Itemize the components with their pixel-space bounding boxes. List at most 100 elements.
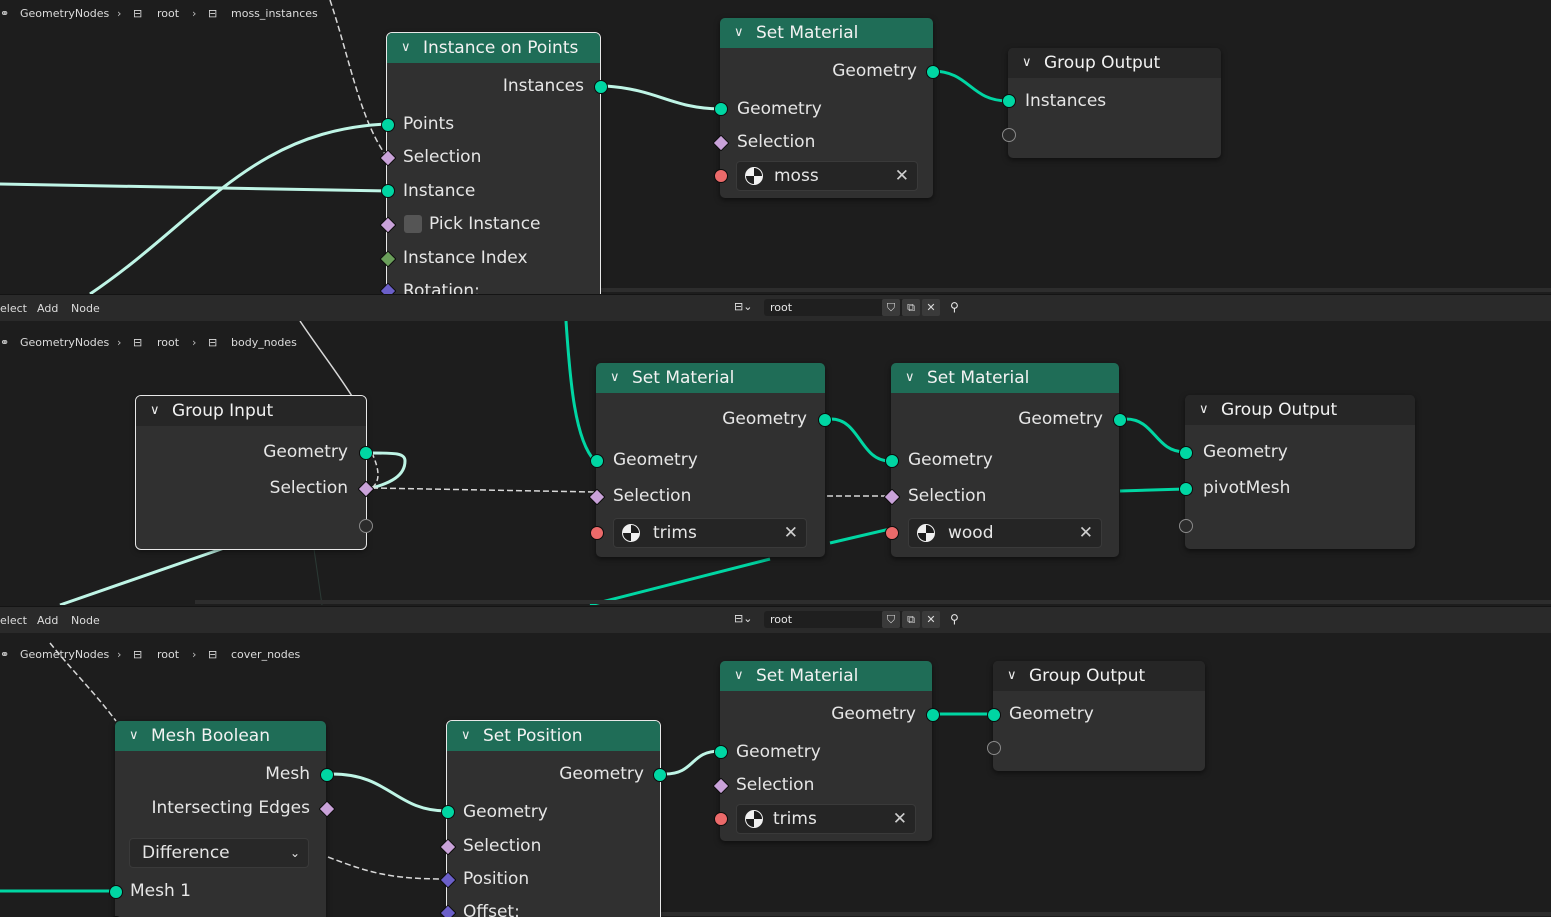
input-socket-mesh-1[interactable] [109,885,123,899]
material-field[interactable]: trims ✕ [613,518,807,548]
close-icon[interactable]: ✕ [1078,523,1093,543]
node-header[interactable]: ∨Set Material [891,363,1119,393]
close-icon[interactable]: ✕ [892,809,907,829]
chevron-down-icon[interactable]: ∨ [401,40,411,55]
node-mesh-boolean[interactable]: ∨Mesh Boolean Mesh Intersecting Edges Di… [109,721,336,917]
pin-icon[interactable]: ⚲ [950,300,959,314]
breadcrumb-item[interactable]: cover_nodes [231,648,301,661]
input-socket-points[interactable] [381,118,395,132]
node-tree-type-icon[interactable]: ⊟⌄ [734,300,753,313]
menu-node[interactable]: Node [71,302,100,315]
menu-select[interactable]: elect [0,614,27,627]
chevron-down-icon[interactable]: ∨ [129,728,139,743]
node-header[interactable]: ∨Group Output [993,661,1205,691]
chevron-down-icon[interactable]: ∨ [1022,55,1032,70]
unlink-close-icon[interactable]: ✕ [922,611,940,628]
input-socket-geometry[interactable] [987,708,1001,722]
chevron-down-icon[interactable]: ∨ [905,370,915,385]
input-socket-geometry[interactable] [714,102,728,116]
material-field[interactable]: trims ✕ [736,804,916,834]
node-group-input[interactable]: ∨Group Input Geometry Selection [135,395,375,550]
breadcrumb-item[interactable]: body_nodes [231,336,297,349]
input-socket-instance[interactable] [381,184,395,198]
output-socket-geometry[interactable] [359,446,373,460]
node-header[interactable]: ∨Group Output [1185,395,1415,425]
node-header[interactable]: ∨Group Output [1008,48,1221,78]
menu-add[interactable]: Add [37,302,59,315]
chevron-down-icon[interactable]: ∨ [734,668,744,683]
material-field[interactable]: moss ✕ [736,161,918,191]
input-socket-geometry[interactable] [885,454,899,468]
fake-user-shield-icon[interactable]: ⛉ [882,299,900,316]
node-tree-selector[interactable]: ⊟⌄ root ⛉ ⧉ ✕ ⚲ [732,611,972,629]
output-socket-geometry[interactable] [926,65,940,79]
input-socket-material[interactable] [714,169,728,183]
chevron-down-icon[interactable]: ∨ [150,403,160,418]
breadcrumb-item[interactable]: root [157,336,180,349]
unlink-close-icon[interactable]: ✕ [922,299,940,316]
node-tree-name-field[interactable]: root [764,611,912,628]
output-socket-geometry[interactable] [818,413,832,427]
output-socket-empty[interactable] [359,519,373,533]
chevron-down-icon[interactable]: ∨ [734,25,744,40]
node-header[interactable]: ∨Set Material [720,18,933,48]
node-header[interactable]: ∨Set Material [596,363,825,393]
input-socket-empty[interactable] [987,741,1001,755]
input-socket-geometry[interactable] [714,745,728,759]
input-socket-material[interactable] [714,812,728,826]
node-header[interactable]: ∨Instance on Points [387,33,600,63]
breadcrumb-item[interactable]: root [157,7,180,20]
menu-add[interactable]: Add [37,614,59,627]
node-tree-selector[interactable]: ⊟⌄ root ⛉ ⧉ ✕ ⚲ [732,299,972,317]
node-tree-type-icon[interactable]: ⊟⌄ [734,612,753,625]
output-socket-mesh[interactable] [320,768,334,782]
node-header[interactable]: ∨Group Input [136,396,366,426]
node-editor-cover-nodes[interactable]: ⚭ GeometryNodes › ⊟ root › ⊟ cover_nodes… [0,633,1551,917]
output-socket-geometry[interactable] [926,708,940,722]
menu-node[interactable]: Node [71,614,100,627]
node-set-material-trims[interactable]: ∨Set Material Geometry Geometry Selectio… [588,363,832,557]
breadcrumb-item[interactable]: moss_instances [231,7,318,20]
pin-icon[interactable]: ⚲ [950,612,959,626]
node-tree-name-field[interactable]: root [764,299,912,316]
node-set-material[interactable]: ∨Set Material Geometry Geometry Selectio… [712,18,940,198]
menu-select[interactable]: elect [0,302,27,315]
output-socket-geometry[interactable] [653,768,667,782]
node-set-material-wood[interactable]: ∨Set Material Geometry Geometry Selectio… [883,363,1127,557]
input-socket-material[interactable] [590,526,604,540]
breadcrumb-item[interactable]: GeometryNodes [20,336,110,349]
node-header[interactable]: ∨Set Position [447,721,660,751]
input-socket-geometry[interactable] [441,805,455,819]
input-socket-material[interactable] [885,526,899,540]
node-header[interactable]: ∨Mesh Boolean [115,721,326,751]
input-socket-geometry[interactable] [1179,446,1193,460]
input-socket-geometry[interactable] [590,454,604,468]
output-socket-instances[interactable] [594,80,608,94]
duplicate-icon[interactable]: ⧉ [902,299,920,316]
chevron-down-icon[interactable]: ∨ [610,370,620,385]
node-group-output[interactable]: ∨Group Output Geometry [987,661,1205,771]
operation-dropdown[interactable]: Difference ⌄ [129,838,309,868]
node-set-material[interactable]: ∨Set Material Geometry Geometry Selectio… [712,661,940,841]
close-icon[interactable]: ✕ [894,166,909,186]
node-group-output[interactable]: ∨Group Output Instances [1002,48,1221,158]
breadcrumb-item[interactable]: root [157,648,180,661]
node-editor-moss-instances[interactable]: ⚭ GeometryNodes › ⊟ root › ⊟ moss_instan… [0,0,1551,294]
chevron-down-icon[interactable]: ∨ [461,728,471,743]
input-socket-instances[interactable] [1002,94,1016,108]
output-socket-geometry[interactable] [1113,413,1127,427]
pick-instance-checkbox[interactable] [404,215,422,233]
chevron-down-icon[interactable]: ∨ [1199,402,1209,417]
material-field[interactable]: wood ✕ [908,518,1102,548]
breadcrumb-item[interactable]: GeometryNodes [20,7,110,20]
fake-user-shield-icon[interactable]: ⛉ [882,611,900,628]
input-socket-empty[interactable] [1179,519,1193,533]
node-set-position[interactable]: ∨Set Position Geometry Geometry Selectio… [439,720,667,917]
node-group-output[interactable]: ∨Group Output Geometry pivotMesh [1179,395,1415,549]
node-instance-on-points[interactable]: ∨Instance on Points Instances Points Sel… [379,32,608,294]
chevron-down-icon[interactable]: ∨ [1007,668,1017,683]
node-header[interactable]: ∨Set Material [720,661,932,691]
input-socket-pivotmesh[interactable] [1179,482,1193,496]
duplicate-icon[interactable]: ⧉ [902,611,920,628]
close-icon[interactable]: ✕ [783,523,798,543]
